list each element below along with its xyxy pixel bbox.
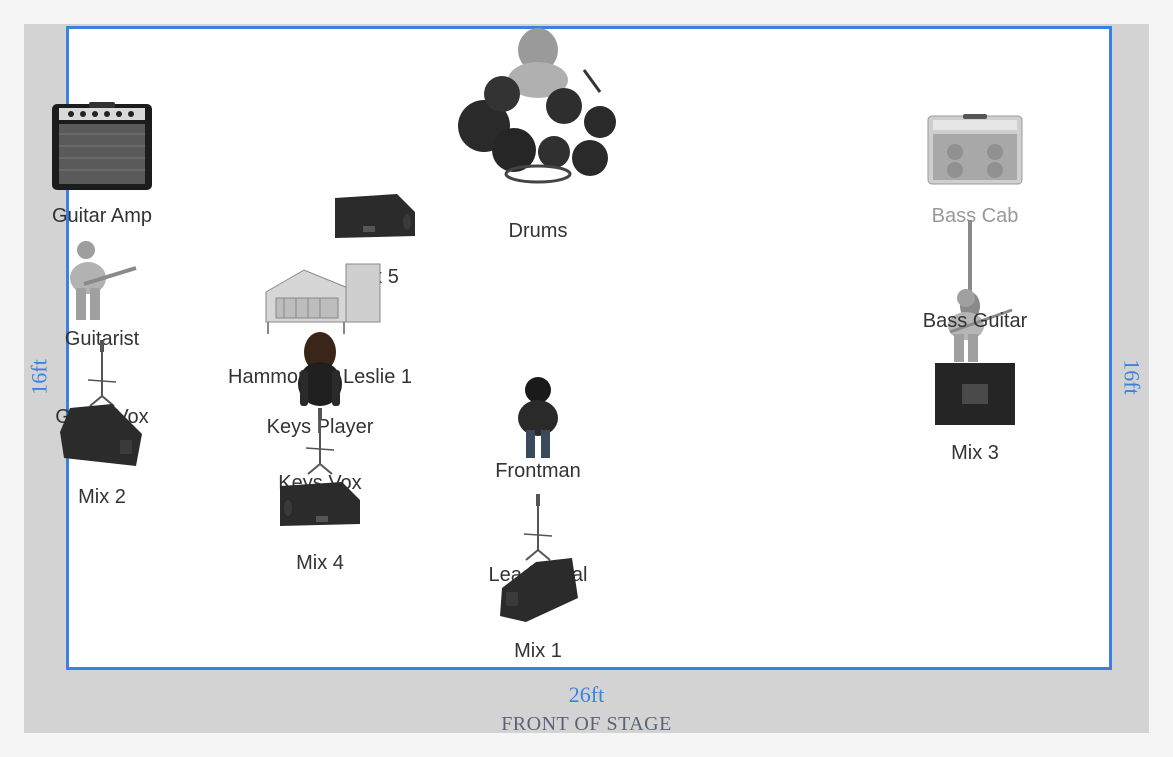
drum-kit-icon <box>458 28 616 184</box>
guitar-amp[interactable] <box>51 102 153 197</box>
mic-stand-icon <box>305 408 335 475</box>
label-bass-guitar: Bass Guitar <box>922 310 1028 332</box>
monitor-mix-4[interactable] <box>278 480 362 535</box>
wedge-monitor-icon <box>60 404 142 466</box>
label-guitar-amp: Guitar Amp <box>51 205 153 227</box>
wedge-monitor-icon <box>500 558 578 622</box>
guitar-amp-icon <box>52 102 152 190</box>
bass-cabinet-icon <box>927 114 1023 185</box>
label-frontman: Frontman <box>495 460 581 482</box>
mic-stand-icon <box>87 340 117 407</box>
label-bass-cab: Bass Cab <box>931 205 1019 227</box>
frontman[interactable] <box>516 374 560 463</box>
monitor-mix-5[interactable] <box>333 192 417 247</box>
mic-guitar-vox[interactable] <box>87 340 117 411</box>
wedge-monitor-icon <box>935 363 1015 425</box>
keys-player[interactable] <box>292 330 348 417</box>
label-mix-4: Mix 4 <box>296 552 344 574</box>
hammond-leslie[interactable] <box>264 263 384 341</box>
label-mix-2: Mix 2 <box>78 486 126 508</box>
frontman-figure-icon <box>518 377 558 458</box>
stage-depth-label-left: 16ft <box>26 359 52 395</box>
stage-plot-canvas: Guitar Amp Drums Bass Cab <box>24 24 1149 735</box>
drum-kit[interactable] <box>454 26 620 191</box>
mic-stand-icon <box>523 494 553 561</box>
stage-width-label: 26ft <box>568 682 605 707</box>
label-mix-1: Mix 1 <box>514 640 562 662</box>
bassist[interactable] <box>946 220 1016 367</box>
monitor-mix-2[interactable] <box>60 404 144 475</box>
monitor-mix-3[interactable] <box>934 362 1016 431</box>
keys-player-figure-icon <box>298 332 342 406</box>
mic-lead-vocal[interactable] <box>523 494 553 565</box>
wedge-monitor-icon <box>335 194 415 238</box>
label-drums: Drums <box>508 220 568 242</box>
guitarist-figure-icon <box>70 241 137 320</box>
stage-depth-label-right: 16ft <box>1119 359 1145 395</box>
bass-cabinet[interactable] <box>927 114 1023 191</box>
label-guitarist: Guitarist <box>64 328 140 350</box>
label-mix-3: Mix 3 <box>951 442 999 464</box>
guitarist[interactable] <box>64 238 140 329</box>
organ-icon <box>265 263 381 334</box>
front-of-stage-label: FRONT OF STAGE <box>501 713 672 735</box>
wedge-monitor-icon <box>280 482 360 526</box>
monitor-mix-1[interactable] <box>496 558 580 629</box>
bassist-figure-icon <box>948 220 1013 362</box>
mic-keys-vox[interactable] <box>305 408 335 479</box>
